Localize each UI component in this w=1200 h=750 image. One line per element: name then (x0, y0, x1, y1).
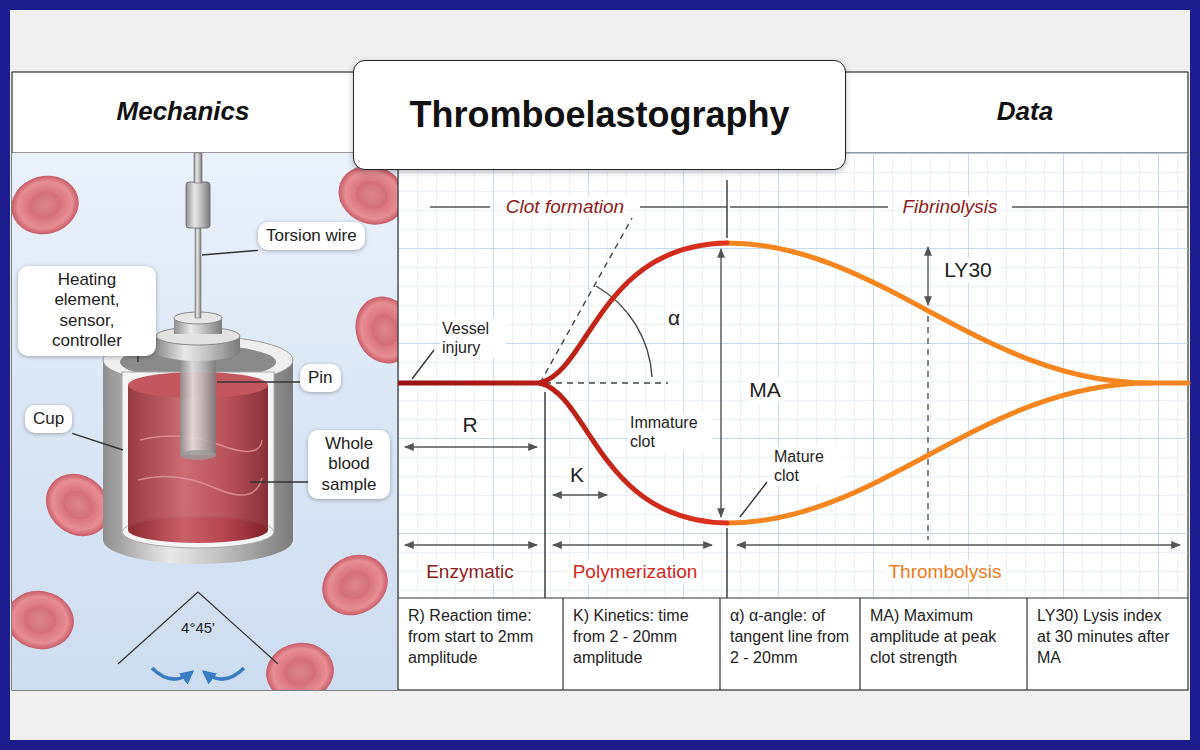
phase-divider (726, 180, 727, 238)
blood-sample (128, 517, 268, 543)
panel-heading: Data (997, 96, 1053, 127)
clot-trace (398, 381, 540, 386)
lysis-trace (727, 243, 1188, 383)
leader-line (250, 481, 308, 482)
r-arrow (405, 446, 537, 447)
table-cell: MA) Maximum amplitude at peak clot stren… (860, 598, 1027, 690)
callout-box: Cup (25, 405, 72, 433)
angle-arc (596, 286, 652, 377)
bracket-line (1012, 206, 1188, 207)
red-blood-cell (12, 586, 79, 655)
leader-line (412, 350, 434, 379)
red-blood-cell (311, 543, 398, 627)
teg-trace (398, 243, 1188, 523)
phase-arrow (553, 544, 712, 545)
parameter-label: R (459, 412, 480, 437)
ly30-guide (927, 316, 928, 540)
panel-heading: Mechanics (117, 96, 250, 127)
red-blood-cell (12, 168, 85, 242)
phase-divider (544, 392, 545, 598)
callout-label: Cup (33, 409, 64, 429)
grid-minor (398, 153, 1188, 598)
ly30-arrow (927, 247, 928, 305)
lysis-trace (727, 383, 1150, 523)
parameter-label: MA (746, 377, 784, 402)
leader-line (217, 381, 300, 382)
bracket-line (430, 206, 490, 207)
callout-label: Torsion wire (266, 226, 357, 246)
tangent-line (540, 218, 632, 383)
housing (103, 360, 293, 540)
table-cell: R) Reaction time: from start to 2mm ampl… (398, 598, 563, 690)
parameter-label: LY30 (941, 257, 995, 282)
leader-line (137, 356, 138, 362)
torsion-wire (195, 228, 201, 318)
frame (5, 5, 1195, 745)
leader-line (72, 433, 123, 450)
title: Thromboelastography (409, 94, 789, 136)
callout-label: Pin (308, 368, 333, 388)
phase-label: Polymerization (570, 561, 701, 584)
leader-line (202, 250, 258, 255)
parameter-label: K (567, 462, 587, 487)
bracket-line (730, 206, 888, 207)
support-rod (194, 153, 202, 183)
section-heading: Fibrinolysis (899, 196, 1000, 219)
callout-box: Whole blood sample (308, 430, 390, 499)
clot-trace (540, 383, 727, 523)
title-box: Thromboelastography (353, 60, 846, 170)
callout-box: Heating element, sensor, controller (18, 266, 156, 356)
table-rule (398, 597, 1188, 598)
leader-line (740, 482, 767, 517)
bracket-line (640, 206, 727, 207)
callout-label: Whole blood sample (316, 434, 382, 495)
table-rule (562, 598, 563, 690)
annotation: Mature clot (772, 446, 842, 486)
blood-cells (12, 156, 398, 690)
red-blood-cell (261, 638, 338, 690)
callout-box: Pin (300, 364, 341, 392)
phase-label: Thrombolysis (886, 561, 1005, 584)
plot-rules (405, 180, 1188, 598)
table-rule (859, 598, 860, 690)
angle-value: 4°45' (181, 619, 215, 637)
table-cell: LY30) Lysis index at 30 minutes after MA (1027, 598, 1188, 690)
grid-major (398, 153, 1188, 598)
phase-arrow (737, 544, 1180, 545)
k-arrow (553, 494, 607, 495)
phase-divider (726, 528, 727, 598)
table-rules (398, 153, 1188, 690)
annotation: Vessel injury (440, 318, 506, 358)
ma-arrow (720, 249, 721, 517)
table-cell: K) Kinetics: time from 2 - 20mm amplitud… (563, 598, 720, 690)
callout-box: Torsion wire (258, 222, 365, 250)
pin (180, 360, 216, 455)
callout-label: Heating element, sensor, controller (26, 270, 148, 352)
rotation-arrow (152, 668, 192, 679)
table-cell: α) α-angle: of tangent line from 2 - 20m… (720, 598, 860, 690)
teg-device (103, 153, 293, 564)
clot-trace (540, 243, 727, 383)
table-rule (1026, 598, 1027, 690)
phase-label: Enzymatic (423, 561, 517, 584)
oscillation-angle (118, 592, 278, 679)
rotation-arrow (204, 668, 244, 679)
phase-arrow (405, 544, 537, 545)
red-blood-cell (346, 288, 398, 372)
panel-divider (397, 153, 398, 690)
pin-tip (180, 450, 216, 460)
baseline-guide (545, 382, 668, 383)
annotation: Immature clot (628, 412, 712, 452)
table-rule (719, 598, 720, 690)
section-heading: Clot formation (503, 196, 627, 219)
wire-clamp (186, 182, 210, 228)
angle-symbol: α (665, 305, 683, 330)
pin-collar (156, 343, 240, 361)
